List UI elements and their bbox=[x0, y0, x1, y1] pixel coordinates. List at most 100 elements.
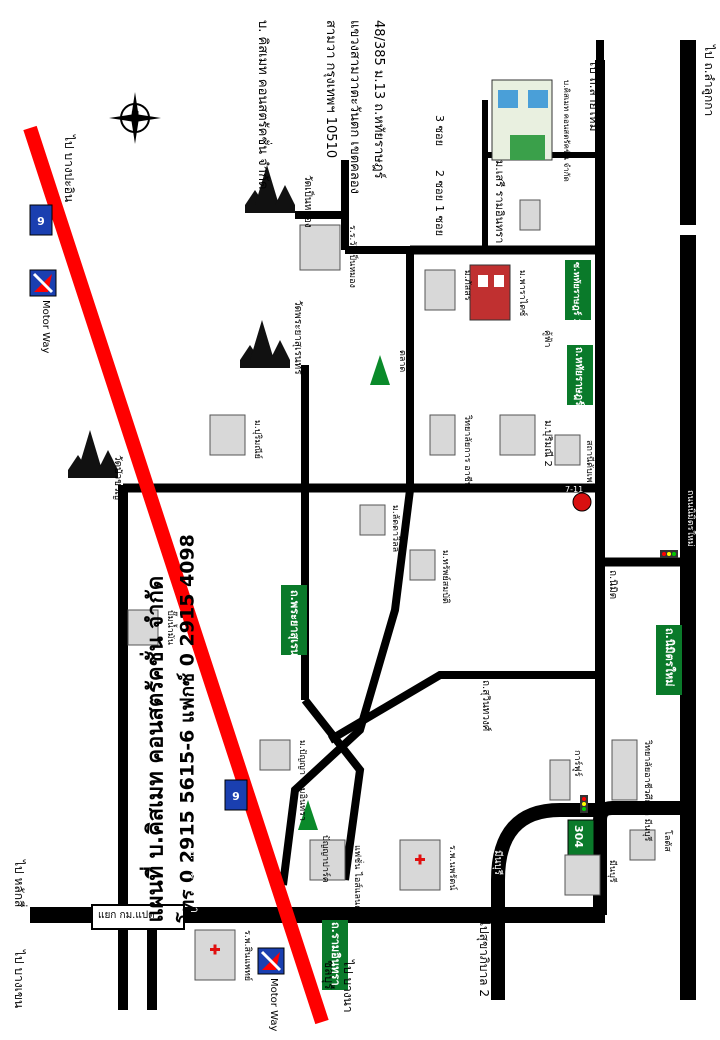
traffic-light-icon-2 bbox=[580, 795, 588, 813]
label-pluto: คู้ฟ้า bbox=[542, 330, 552, 348]
direction-sukhapiban2: ไปสุขาภิบาล 2 bbox=[477, 920, 491, 997]
label-kismet: บ.คิสเมท คอนสตรัคชั่น จำกัด bbox=[562, 80, 571, 182]
hospital-building-icon-1 bbox=[194, 929, 236, 981]
route-304-label: 304 bbox=[572, 825, 585, 848]
carrefour-building-icon bbox=[549, 759, 571, 801]
traffic-light-icon-1 bbox=[660, 550, 678, 558]
motorway-logo-top bbox=[29, 269, 57, 297]
road-diagonal-b bbox=[279, 489, 414, 886]
gov-building-icon bbox=[409, 549, 436, 581]
road-diagonal-a bbox=[301, 697, 365, 881]
label-minburi: มีนบุรี bbox=[607, 860, 617, 883]
road-label-ko-nim: ถ.นิมิต bbox=[607, 570, 618, 600]
kismet-office-icon bbox=[491, 79, 553, 161]
direction-sai-mai: ไป ถ.สายไหม bbox=[587, 60, 601, 132]
label-seven-eleven: 7-11 bbox=[565, 485, 584, 494]
label-panya: ม.ปัญญา รามอินทรา bbox=[297, 740, 307, 821]
junction-box bbox=[91, 904, 185, 930]
junction-label: แยก กม.แปด bbox=[98, 910, 155, 921]
address-line1: บ. คิสเมท bbox=[255, 20, 270, 75]
direction-lat-krabang: ไป ถ.ลำลูกกา bbox=[702, 45, 716, 117]
sign-phraya-suren bbox=[281, 585, 307, 655]
seven-eleven-icon bbox=[572, 492, 592, 512]
shop-building-icon bbox=[554, 434, 581, 466]
road-label-nimit-small: ถนนนิมิตรใหม่ bbox=[685, 490, 695, 547]
direction-lak-si: ไป หลักสี่ bbox=[12, 860, 26, 908]
temple-icon-top bbox=[245, 165, 295, 213]
tree-icon-1 bbox=[370, 355, 390, 385]
address-line7: เขตคลองสามวา bbox=[323, 20, 362, 194]
label-gas-station: ปั๊มน้ำมัน bbox=[165, 610, 175, 645]
sign-label-phraya-suren: ถ.พระยาสุเรนทร์ bbox=[288, 590, 301, 670]
lotus-building-icon bbox=[629, 829, 656, 861]
compass-n-label: N bbox=[131, 110, 140, 121]
road-label-subwaytrai: ถ.สุวินทวงศ์ bbox=[480, 680, 491, 732]
compass-icon bbox=[109, 92, 161, 144]
sign-label-hathai-rat: ถ.หทัยราษฎร์ bbox=[573, 347, 584, 406]
label-village-1: ม.ปุริมณีย์ bbox=[252, 420, 262, 459]
label-college: วิทยาลัยการ อาชีพ bbox=[462, 415, 472, 488]
label-soi-1: 1 ซอย bbox=[433, 205, 446, 237]
sign-hathai-rat bbox=[567, 345, 593, 405]
label-bua: ม.ลัดดาวิลล์ bbox=[390, 505, 400, 553]
road-label-ram-inthra: ถ.รามอินทรา bbox=[188, 850, 201, 913]
college-building-icon-2 bbox=[611, 739, 638, 801]
sign-soi39 bbox=[565, 260, 591, 320]
address-line2: คอนสตรัคชั่น bbox=[255, 78, 270, 155]
address-line8: กรุงเทพฯ 10510 bbox=[323, 62, 338, 159]
label-paradise: ม.พาราไดซ์ bbox=[517, 270, 527, 317]
motorway-label-top: Motor Way bbox=[40, 300, 51, 354]
motorway-logo-bottom bbox=[257, 947, 285, 975]
label-lotus: โลตัส bbox=[662, 830, 672, 852]
school-building-icon bbox=[299, 224, 341, 271]
road-304-curve bbox=[491, 803, 600, 1000]
address-line6: แขวงสามวาตะวันตก bbox=[347, 20, 362, 138]
label-village-2: ม.ปุริมณี 2 bbox=[542, 420, 553, 467]
tree-icon-2 bbox=[298, 800, 318, 830]
mall-building-icon bbox=[309, 839, 346, 881]
direction-bang-na: ไป บางนา ชลบุรี bbox=[322, 960, 355, 1013]
sign-label-ram-inthra: ถ.รามอินทรา bbox=[329, 922, 342, 986]
temple-icon-phraya bbox=[240, 320, 290, 368]
route-9-label-mid: 9 bbox=[232, 790, 240, 803]
label-school-pen: ร.ร.วัดเป็นหมอง bbox=[347, 225, 357, 288]
hospital-building-icon-2 bbox=[399, 839, 441, 891]
label-wat-phraya: วัดพระยาสุเรนทร์ bbox=[292, 300, 303, 375]
route-9-shield-mid: 9 bbox=[224, 779, 248, 811]
gas-station-icon bbox=[127, 609, 159, 646]
label-wat-pen: วัดเป็นหมอง bbox=[302, 175, 313, 228]
label-market: ตลาด bbox=[397, 350, 407, 373]
label-panya-park: ปัญญาปาร์ค bbox=[320, 835, 330, 883]
label-hospital-2: ร.พ.นพรัตน์ bbox=[447, 845, 457, 891]
label-soi-sai-ngam: ม.เสรี รามอินทรา 2 bbox=[493, 160, 506, 254]
village-building-icon-1 bbox=[424, 269, 456, 311]
map-title: แผนที่ บ.คิสเมท คอนสตรัคชั่น จำกัด bbox=[143, 575, 169, 923]
temple-icon-bua bbox=[68, 430, 118, 478]
address-line4: 48/385 ม.13 bbox=[371, 20, 386, 100]
university-building-icon bbox=[359, 504, 386, 536]
label-fashion: แฟชั่น ไอส์แลนด์ bbox=[352, 845, 362, 912]
label-wat-bua: วัดบัวขวัญ bbox=[112, 455, 123, 501]
sign-label-soi39: ซ.หทัยราษฎร์ 39 bbox=[571, 262, 581, 332]
label-soi-2: 2 ซอย bbox=[433, 170, 446, 202]
direction-bang-khen: ไป บางเขน bbox=[12, 950, 26, 1009]
sign-nimit-mai bbox=[656, 625, 682, 695]
route-304-sign bbox=[567, 819, 595, 859]
address-block-2: 48/385 ม.13 ถ.หทัยราษฎร์ แขวงสามวาตะวันต… bbox=[318, 20, 390, 195]
label-hospital-1: ร.พ.สินแพทย์ bbox=[242, 930, 252, 982]
map-phone: โทร 0 2915 5615-6 แฟกซ์ 0 2915 4098 bbox=[176, 534, 199, 923]
motorway-label-bottom: Motor Way bbox=[268, 978, 279, 1032]
sign-ram-inthra bbox=[322, 920, 348, 990]
motorway-line bbox=[23, 125, 329, 1025]
address-line5: ถ.หทัยราษฎร์ bbox=[371, 103, 386, 179]
hospital-cross-icon-2 bbox=[415, 854, 425, 865]
road-label-min-buri: มีนบุรี bbox=[492, 850, 503, 876]
route-9-shield-top: 9 bbox=[29, 204, 53, 236]
direction-chachoengsao: ไป จ.ฉะเชิงเทรา bbox=[682, 905, 696, 992]
label-fire: สถานีดับเพลิง bbox=[584, 440, 594, 493]
minburi-building-icon bbox=[564, 854, 601, 896]
college-building-icon bbox=[429, 414, 456, 456]
label-carrefour: การ์ฟูร์ bbox=[572, 750, 582, 777]
